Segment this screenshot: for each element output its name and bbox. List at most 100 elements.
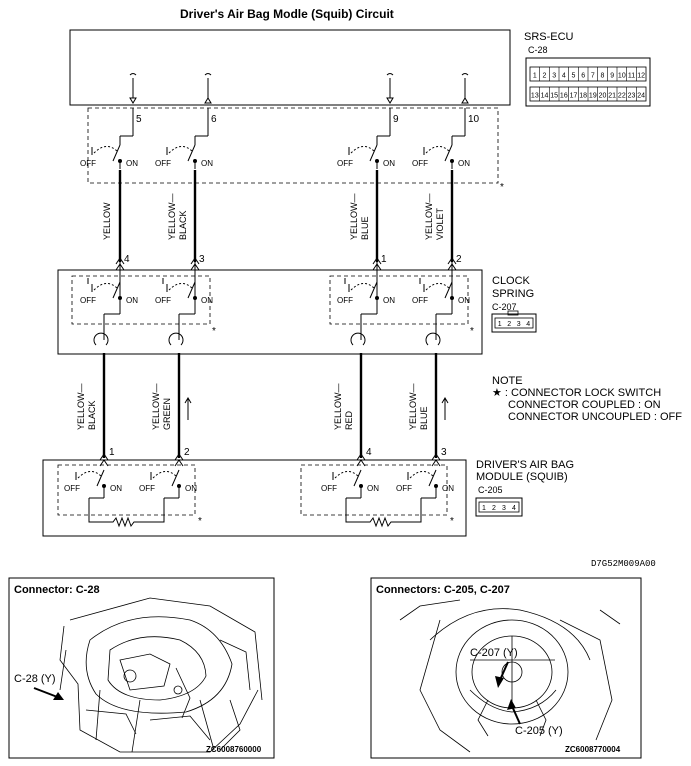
callout-arrowhead-c207 (495, 676, 504, 688)
callout-arrowhead-c205 (507, 699, 516, 710)
connector-pin: 2 (492, 505, 496, 512)
note-line-3: CONNECTOR UNCOUPLED : OFF (508, 411, 682, 423)
ecu-pin-5: 5 (136, 114, 142, 125)
airbag-switch-feed (88, 494, 105, 505)
airbag-module-label-2: MODULE (SQUIB) (476, 471, 568, 483)
clock-spring-connector: C-207 (492, 302, 517, 312)
clock-spring-label-1: CLOCK (492, 275, 531, 287)
airbag-module-box (42, 459, 467, 537)
note-title: NOTE (492, 375, 523, 387)
lower-wires (102, 353, 438, 458)
wire-color-label: YELLOW— (349, 193, 359, 240)
airbag-asterisk-left: * (198, 516, 202, 527)
wire-pin-number: 2 (184, 447, 190, 458)
wire-color-label: YELLOW— (167, 193, 177, 240)
connector-pin: 1 (498, 321, 502, 328)
clock-to-coil (435, 306, 453, 340)
panel-left-frame (8, 577, 275, 759)
ecu-terminals (129, 73, 469, 104)
panel-left-code: ZC6008760000 (206, 745, 262, 754)
steering-illustration-right (399, 599, 621, 753)
wire-pin-number: 1 (381, 254, 387, 265)
airbag-asterisk-right: * (450, 516, 454, 527)
c28-pin: 13 (531, 93, 539, 100)
diagram-title: Driver's Air Bag Modle (Squib) Circuit (180, 7, 394, 21)
wire-color-label: YELLOW— (151, 383, 161, 430)
wire-color-label: BLUE (419, 406, 429, 430)
airbag-dashed-right (300, 464, 448, 516)
connector-pin: 4 (512, 505, 516, 512)
airbag-switch-feed (420, 494, 437, 505)
switch-off-label: OFF (412, 296, 428, 305)
lock-switch: OFF ON (64, 469, 122, 494)
ecu-pin-9: 9 (393, 114, 399, 125)
switch-on-label: ON (367, 484, 379, 493)
c28-pin: 1 (533, 73, 537, 80)
ecu-switch-feed (119, 108, 134, 145)
lower-wire-labels: YELLOW—BLACK1YELLOW—GREEN2YELLOW—RED4YEL… (76, 383, 447, 458)
c28-pin: 11 (628, 73, 635, 80)
clock-spring-label-2: SPRING (492, 288, 534, 300)
switch-on-label: ON (110, 484, 122, 493)
callout-arrowhead-c28 (53, 692, 64, 700)
switch-off-label: OFF (139, 484, 155, 493)
c28-pin: 9 (610, 73, 614, 80)
wire-pin-number: 3 (441, 447, 447, 458)
diagram-code: D7G52M009A00 (591, 559, 656, 569)
callout-arrow-c205 (511, 705, 521, 725)
panel-right-code: ZC6008770004 (565, 745, 621, 754)
switch-on-label: ON (458, 159, 470, 168)
wire-pin-number: 1 (109, 447, 115, 458)
srs-ecu-connector: C-28 (528, 45, 548, 55)
clock-switch-feed (344, 262, 378, 300)
clock-spring-asterisk-left: * (212, 326, 216, 337)
wire-color-label: YELLOW (102, 202, 112, 240)
squib-resistors (88, 505, 422, 528)
c28-pin: 19 (589, 93, 597, 100)
wire-color-label: BLACK (87, 400, 97, 430)
switch-off-label: OFF (412, 159, 428, 168)
clock-spring-coils (93, 332, 441, 346)
note-line-2: CONNECTOR COUPLED : ON (508, 399, 661, 411)
switch-on-label: ON (126, 159, 138, 168)
c28-pin: 3 (552, 73, 556, 80)
airbag-switch-feed (163, 494, 180, 505)
clock-switch-feed (419, 262, 453, 300)
ecu-switch-feed (376, 108, 391, 145)
airbag-module-connector: C-205 (478, 485, 503, 495)
switch-on-label: ON (458, 296, 470, 305)
panel-right-callout-2: C-205 (Y) (515, 725, 563, 737)
panel-left-title: Connector: C-28 (14, 584, 100, 596)
switch-off-label: OFF (64, 484, 80, 493)
clock-spring-dashed-right (329, 275, 469, 325)
wire-pin-number: 4 (124, 254, 130, 265)
wire-pin-number: 4 (366, 447, 372, 458)
c28-pin: 17 (570, 93, 578, 100)
wire-pin-number: 2 (456, 254, 462, 265)
srs-ecu-label: SRS-ECU (524, 31, 574, 43)
dashboard-illustration-left (59, 597, 263, 753)
wire-color-label: YELLOW— (408, 383, 418, 430)
callout-arrow-c207 (499, 661, 509, 681)
switch-off-label: OFF (155, 159, 171, 168)
switch-on-label: ON (185, 484, 197, 493)
wire-color-label: YELLOW— (333, 383, 343, 430)
connector-pin: 3 (517, 321, 521, 328)
wire-pin-number: 3 (199, 254, 205, 265)
switch-off-label: OFF (155, 296, 171, 305)
wire-color-label: BLUE (360, 216, 370, 240)
clock-to-coil (178, 306, 196, 340)
lock-switch: OFF ON (412, 144, 470, 169)
